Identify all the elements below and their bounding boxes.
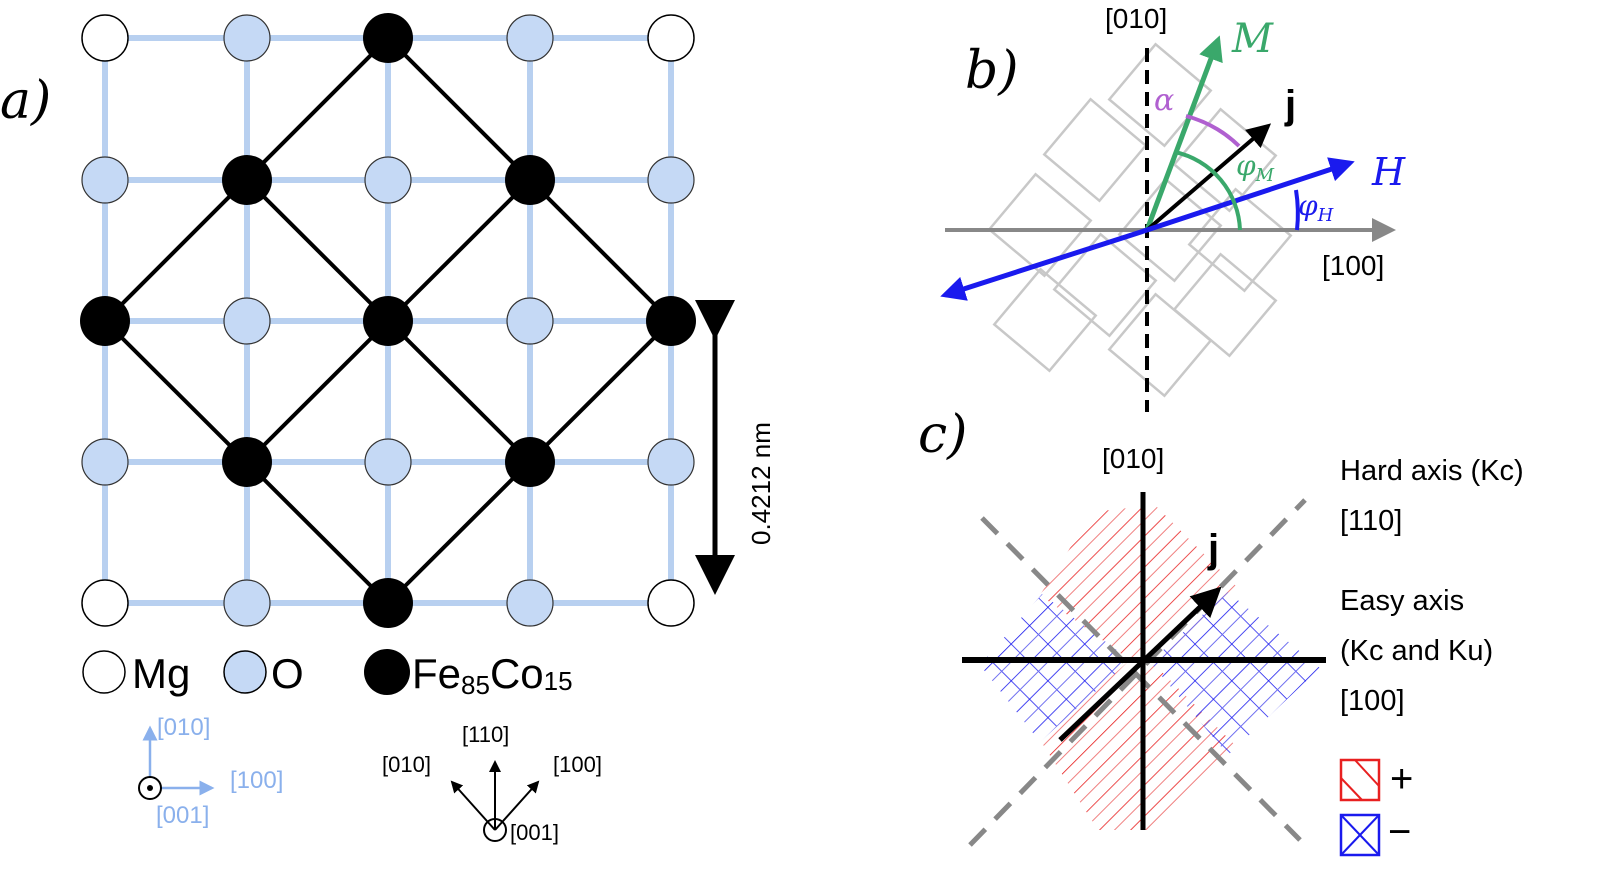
- phi-h-label: φH: [1298, 189, 1334, 226]
- mg-atom: [647, 14, 695, 62]
- lattice-square: [992, 267, 1098, 373]
- h-label: H: [1371, 150, 1406, 194]
- rotated-axes: [110] [010] [100] [001]: [382, 722, 602, 845]
- j-label-b: j: [1284, 83, 1296, 127]
- axis-001: [001]: [156, 802, 209, 829]
- axis-001-rot: [001]: [510, 820, 559, 845]
- legend-plus-label: +: [1390, 757, 1413, 801]
- fe-atom: [222, 155, 272, 205]
- phi-m-label: φM: [1236, 149, 1275, 186]
- axis-110: [110]: [462, 722, 509, 747]
- mg-atom: [81, 14, 129, 62]
- fe-atom: [363, 578, 413, 628]
- legend-minus-label: −: [1388, 810, 1411, 854]
- j-vector: [1145, 123, 1272, 232]
- fe-atom: [505, 155, 555, 205]
- j-label-c: j: [1207, 527, 1219, 571]
- hard-axis-label: Hard axis (Kc): [1340, 455, 1524, 487]
- lattice: [80, 13, 696, 628]
- easy-axis-dir: [100]: [1340, 685, 1405, 717]
- mg-swatch: [82, 650, 126, 694]
- alpha-arc: [1185, 114, 1241, 148]
- fe-atom: [80, 296, 130, 346]
- legend-positive: +: [1339, 757, 1413, 802]
- hard-axis-dir: [110]: [1340, 505, 1402, 537]
- panel-a-label: a): [0, 71, 51, 131]
- o-atom: [81, 438, 129, 486]
- o-atom: [81, 156, 129, 204]
- easy-axis-label-2: (Kc and Ku): [1340, 635, 1493, 667]
- legend-mg: Mg: [132, 650, 190, 697]
- panel-c-label: c): [918, 405, 967, 465]
- legend-o: O: [271, 650, 304, 697]
- legend-negative: −: [1339, 810, 1411, 857]
- positive-region: [1040, 505, 1240, 830]
- h-vector: [1146, 157, 1355, 233]
- o-atom: [506, 297, 554, 345]
- panel-b-label: b): [965, 41, 1019, 101]
- lattice-square: [1042, 97, 1148, 203]
- cubic-axes: [010] [100] [001]: [138, 714, 283, 829]
- fe-atom: [222, 437, 272, 487]
- easy-axis-label: Easy axis: [1340, 585, 1464, 617]
- mg-atom: [81, 579, 129, 627]
- b-axis-100: [100]: [1322, 250, 1384, 281]
- fe-atom: [363, 13, 413, 63]
- axis-010: [010]: [157, 714, 210, 741]
- o-atom: [223, 297, 271, 345]
- o-atom: [223, 579, 271, 627]
- o-atom: [506, 579, 554, 627]
- phi-m-arc: [1174, 150, 1242, 231]
- lattice-square: [987, 172, 1093, 278]
- lattice-square: [1107, 292, 1213, 398]
- legend: Mg O Fe85Co15: [82, 649, 573, 700]
- alpha-label: α: [1154, 83, 1174, 118]
- o-swatch: [223, 650, 267, 694]
- negative-region-right: [1150, 592, 1320, 755]
- m-vector: [1144, 35, 1223, 231]
- o-atom: [506, 14, 554, 62]
- h-vector-reverse: [940, 227, 1148, 301]
- c-j-vector: [1058, 586, 1222, 742]
- o-atom: [364, 438, 412, 486]
- legend-feco: Fe85Co15: [412, 650, 573, 700]
- negative-region-left: [980, 594, 1130, 742]
- fe-swatch: [364, 649, 410, 695]
- fe-atom: [505, 437, 555, 487]
- mg-atom: [647, 579, 695, 627]
- o-atom: [223, 14, 271, 62]
- o-atom: [364, 156, 412, 204]
- dimension-label: 0.4212 nm: [746, 422, 776, 545]
- axis-010-rot: [010]: [382, 752, 431, 777]
- diagonal-axis-2: [968, 498, 1307, 847]
- o-atom: [647, 438, 695, 486]
- lattice-square: [1187, 187, 1293, 293]
- lattice-squares: [987, 42, 1293, 398]
- o-atom: [647, 156, 695, 204]
- lattice-square: [1052, 232, 1158, 338]
- lattice-square: [1172, 252, 1278, 358]
- b-axis-010: [010]: [1105, 3, 1167, 34]
- fe-atom: [363, 296, 413, 346]
- phi-h-arc: [1294, 189, 1300, 231]
- axis-100-rot: [100]: [553, 752, 602, 777]
- fe-atom: [646, 296, 696, 346]
- m-label: M: [1231, 16, 1274, 62]
- axis-100: [100]: [230, 767, 283, 794]
- c-axis-010: [010]: [1102, 443, 1164, 474]
